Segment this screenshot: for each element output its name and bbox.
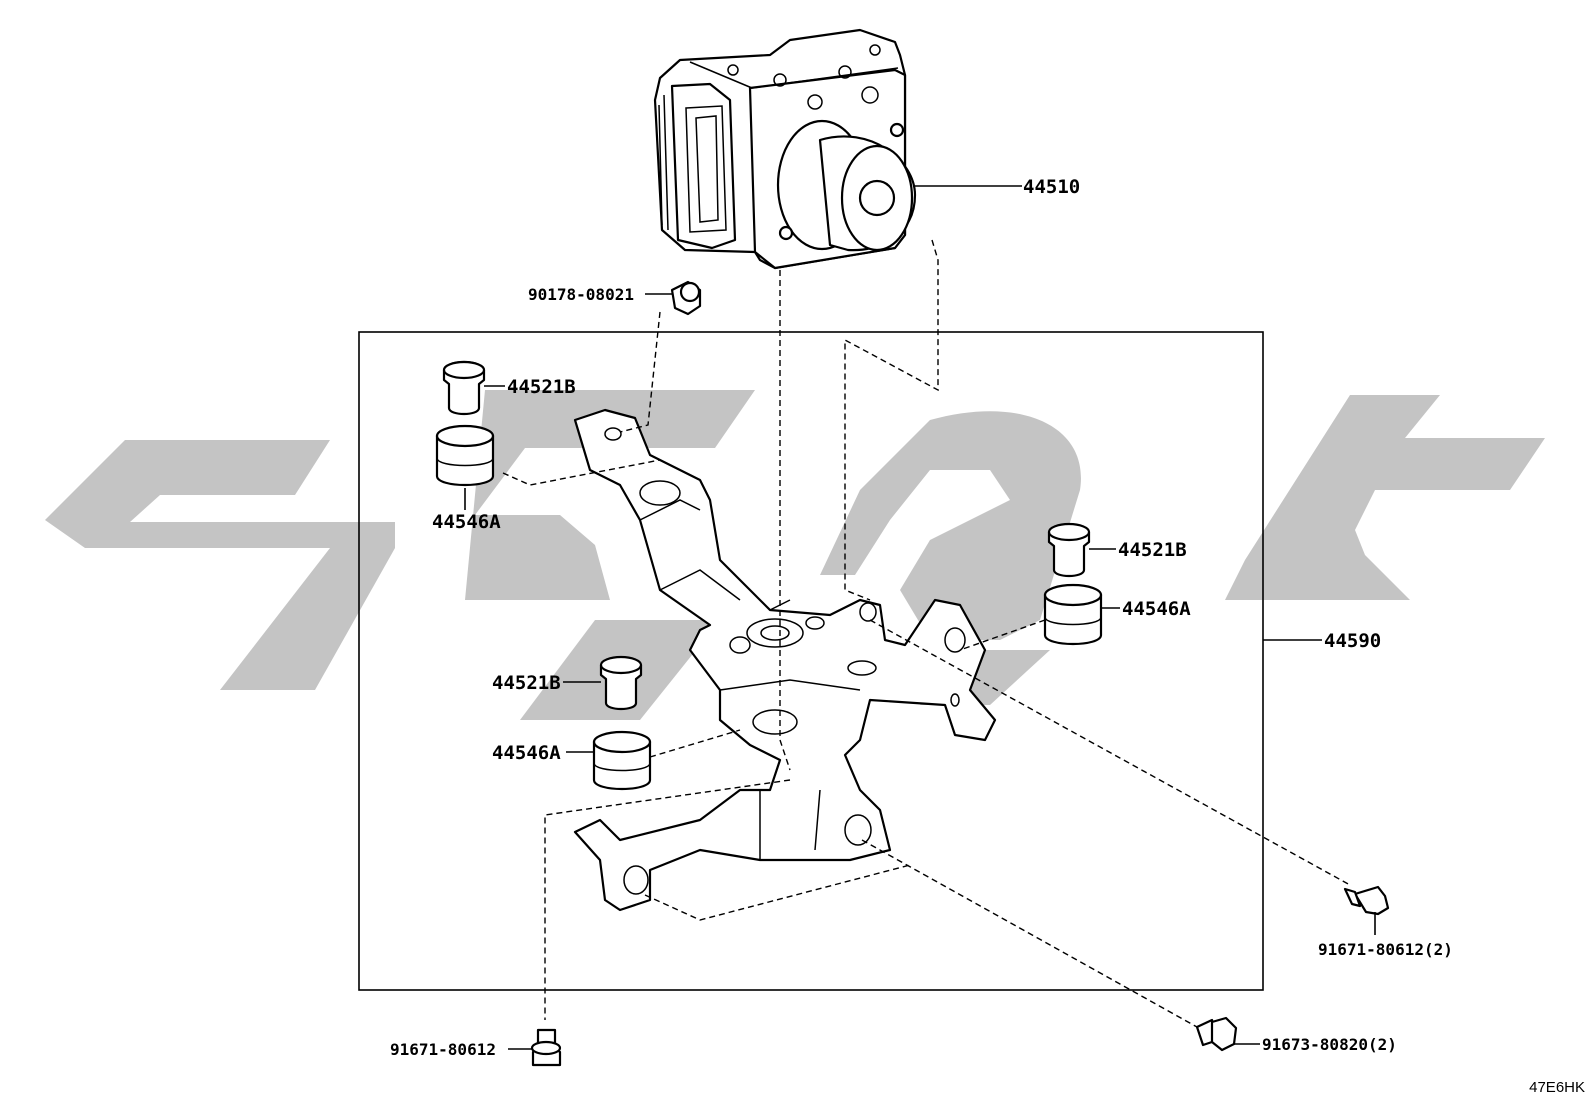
- label-actuator: 44510: [1023, 176, 1080, 198]
- spacer-left: [435, 424, 495, 486]
- cushion-top-right: [1047, 522, 1091, 578]
- spacer-right: [1043, 583, 1103, 645]
- abs-actuator: [653, 28, 917, 270]
- bracket-part: [573, 408, 997, 912]
- bolt-right: [1343, 885, 1390, 916]
- cushion-top-left: [442, 360, 486, 416]
- label-cushion-top-right: 44521B: [1118, 539, 1187, 561]
- label-bolt-right: 91671-80612(2): [1318, 940, 1453, 959]
- label-bracket-assy: 44590: [1324, 630, 1381, 652]
- leader-lines: [464, 185, 1376, 1050]
- label-cushion-mid: 44521B: [492, 672, 561, 694]
- label-bolt-bottom: 91671-80612: [390, 1040, 496, 1059]
- label-spacer-mid: 44546A: [492, 742, 561, 764]
- nut-part: [670, 280, 702, 316]
- drawing-code: 47E6HK: [1529, 1079, 1585, 1096]
- cushion-mid: [599, 655, 643, 711]
- bracket-assy-box: [358, 331, 1264, 991]
- watermark-logo: [45, 390, 1545, 720]
- assembly-lines: [502, 239, 1351, 1028]
- label-cushion-top-left: 44521B: [507, 376, 576, 398]
- bolt-bottom-right: [1195, 1016, 1238, 1052]
- label-bolt-bottom-right: 91673-80820(2): [1262, 1035, 1397, 1054]
- bolt-bottom: [530, 1028, 562, 1067]
- label-nut: 90178-08021: [528, 285, 634, 304]
- label-spacer-left: 44546A: [432, 511, 501, 533]
- spacer-mid: [592, 730, 652, 790]
- label-spacer-right: 44546A: [1122, 598, 1191, 620]
